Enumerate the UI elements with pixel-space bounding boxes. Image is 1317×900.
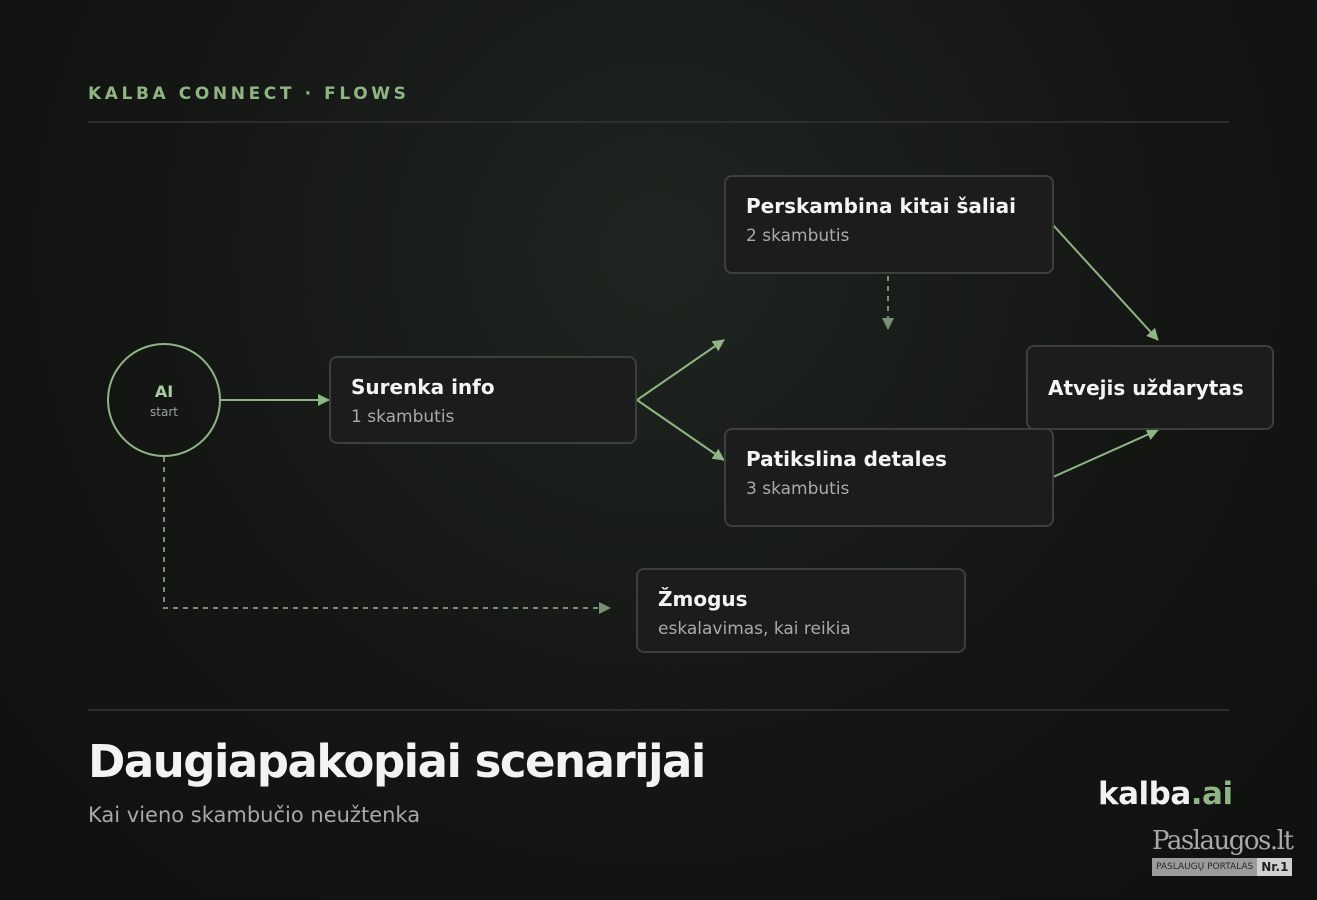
paslaugos-badge: Paslaugos.lt PASLAUGŲ PORTALAS Nr.1 xyxy=(1152,826,1294,876)
logo-suffix: .ai xyxy=(1190,776,1233,812)
edge-start-to-human xyxy=(163,457,611,614)
badge-tagline: PASLAUGŲ PORTALAS xyxy=(1152,858,1258,876)
node-subtitle: 3 skambutis xyxy=(746,479,850,499)
node-clarify-details: Patikslina detales 3 skambutis xyxy=(724,428,1054,527)
node-callback: Perskambina kitai šaliai 2 skambutis xyxy=(724,175,1054,274)
page-subtitle: Kai vieno skambučio neužtenka xyxy=(88,803,421,827)
start-node-label: AI xyxy=(154,381,174,401)
edge-clarify-to-closed xyxy=(1052,429,1159,478)
edge-callback-to-closed xyxy=(1052,224,1159,341)
logo-main: kalba xyxy=(1098,776,1191,812)
node-collect-info: Surenka info 1 skambutis xyxy=(329,356,637,444)
node-title: Žmogus xyxy=(658,587,748,611)
node-subtitle: 1 skambutis xyxy=(351,407,455,427)
node-title: Surenka info xyxy=(351,375,495,399)
edge-collect-to-callback xyxy=(636,339,725,401)
start-node-sublabel: start xyxy=(150,404,178,419)
node-title: Perskambina kitai šaliai xyxy=(746,194,1016,218)
node-subtitle: eskalavimas, kai reikia xyxy=(658,619,851,639)
node-title: Atvejis uždarytas xyxy=(1048,375,1244,400)
eyebrow-label: KALBA CONNECT · FLOWS xyxy=(88,84,410,104)
node-title: Patikslina detales xyxy=(746,447,947,471)
start-node: AI start xyxy=(107,343,221,457)
kalba-logo: kalba.ai xyxy=(1098,776,1233,812)
top-divider xyxy=(88,121,1229,123)
badge-strip: PASLAUGŲ PORTALAS Nr.1 xyxy=(1152,858,1293,876)
page-title: Daugiapakopiai scenarijai xyxy=(88,735,706,788)
bottom-divider xyxy=(88,709,1229,711)
node-human: Žmogus eskalavimas, kai reikia xyxy=(636,568,966,653)
node-case-closed: Atvejis uždarytas xyxy=(1026,345,1274,430)
edge-collect-to-clarify xyxy=(636,399,725,461)
badge-brand: Paslaugos.lt xyxy=(1152,826,1294,856)
node-subtitle: 2 skambutis xyxy=(746,226,850,246)
badge-rank: Nr.1 xyxy=(1257,858,1293,876)
